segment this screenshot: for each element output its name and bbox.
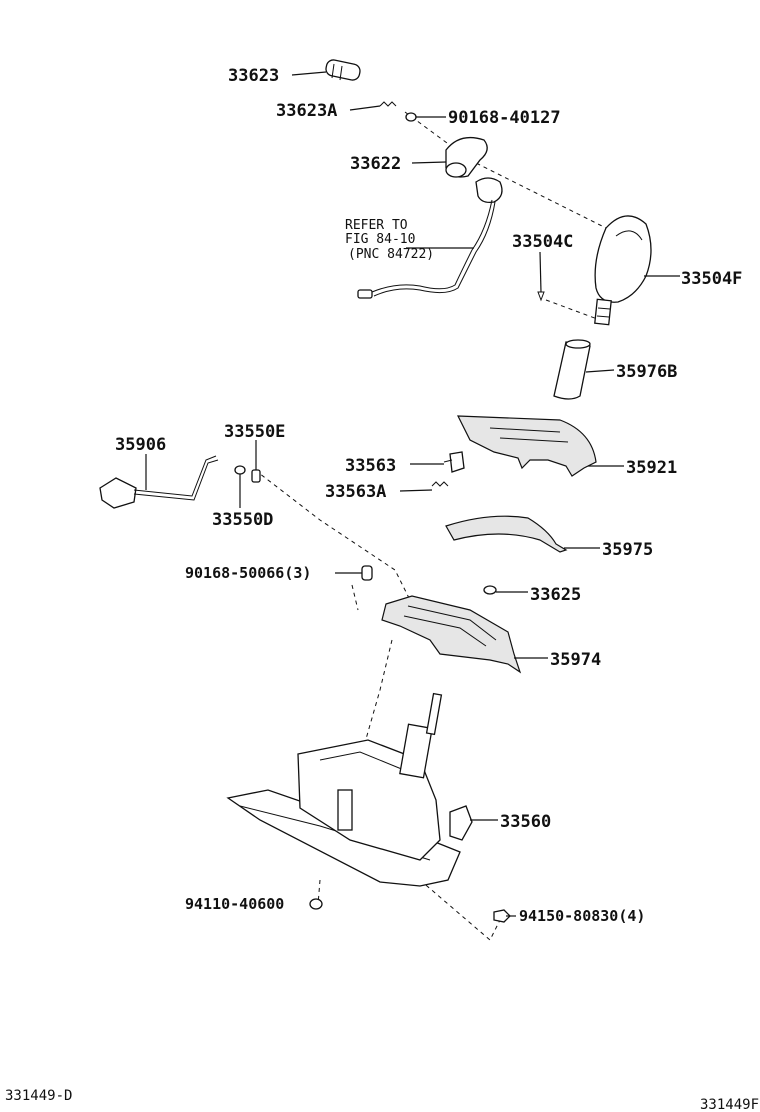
label-33563A: 33563A (325, 482, 386, 502)
part-33550D-clip (234, 465, 246, 475)
leader-33623A (349, 105, 381, 111)
part-35976B-cover (553, 339, 591, 400)
part-94150-80830-nut (493, 909, 511, 923)
part-35974-housing (381, 595, 522, 674)
label-33550D: 33550D (212, 510, 273, 530)
label-33504F: 33504F (681, 269, 742, 289)
label-35976B: 35976B (616, 362, 677, 382)
label-90168-50066: 90168-50066(3) (185, 564, 311, 582)
label-94110-40600: 94110-40600 (185, 895, 284, 913)
label-35921: 35921 (626, 458, 677, 478)
refer-note-line2: FIG 84-10 (345, 232, 415, 247)
part-90168-50066-screw (361, 565, 373, 581)
part-33625 (483, 585, 497, 595)
part-33504F-knob (594, 215, 652, 326)
label-33625: 33625 (530, 585, 581, 605)
label-35975: 35975 (602, 540, 653, 560)
label-33560: 33560 (500, 812, 551, 832)
part-90168-40127-screw (405, 112, 417, 122)
label-33622: 33622 (350, 154, 401, 174)
part-33504C-clip (537, 291, 545, 302)
part-33563-socket (443, 451, 465, 473)
label-33623: 33623 (228, 66, 279, 86)
part-94110-40600-nut (309, 898, 323, 910)
label-35974: 35974 (550, 650, 601, 670)
label-35906: 35906 (115, 435, 166, 455)
label-33550E: 33550E (224, 422, 285, 442)
part-wire-harness (357, 199, 496, 299)
footer-right-code: 331449F (700, 1097, 759, 1112)
refer-note-line3: (PNC 84722) (348, 247, 434, 262)
label-33623A: 33623A (276, 101, 337, 121)
part-33623-bulb (325, 59, 361, 81)
label-33563: 33563 (345, 456, 396, 476)
part-35975-strip (445, 515, 568, 553)
part-33560-base-assembly (226, 692, 473, 887)
footer-left-code: 331449-D (5, 1088, 72, 1104)
leader-33622 (411, 161, 447, 164)
leader-33623 (291, 71, 327, 76)
leader-33504C (539, 251, 542, 293)
part-33563A-bulb (431, 481, 449, 487)
part-35921-panel (457, 415, 597, 477)
part-35906-rod (99, 455, 219, 509)
label-90168-40127: 90168-40127 (448, 108, 561, 128)
part-33550E-pin (251, 469, 261, 483)
label-33504C: 33504C (512, 232, 573, 252)
leader-33563A (399, 489, 433, 492)
leader-35976B (585, 369, 615, 373)
part-33622-housing (445, 136, 503, 204)
refer-note-line1: REFER TO (345, 218, 408, 233)
label-94150-80830: 94150-80830(4) (519, 907, 645, 925)
part-33623A-spring (379, 101, 397, 107)
